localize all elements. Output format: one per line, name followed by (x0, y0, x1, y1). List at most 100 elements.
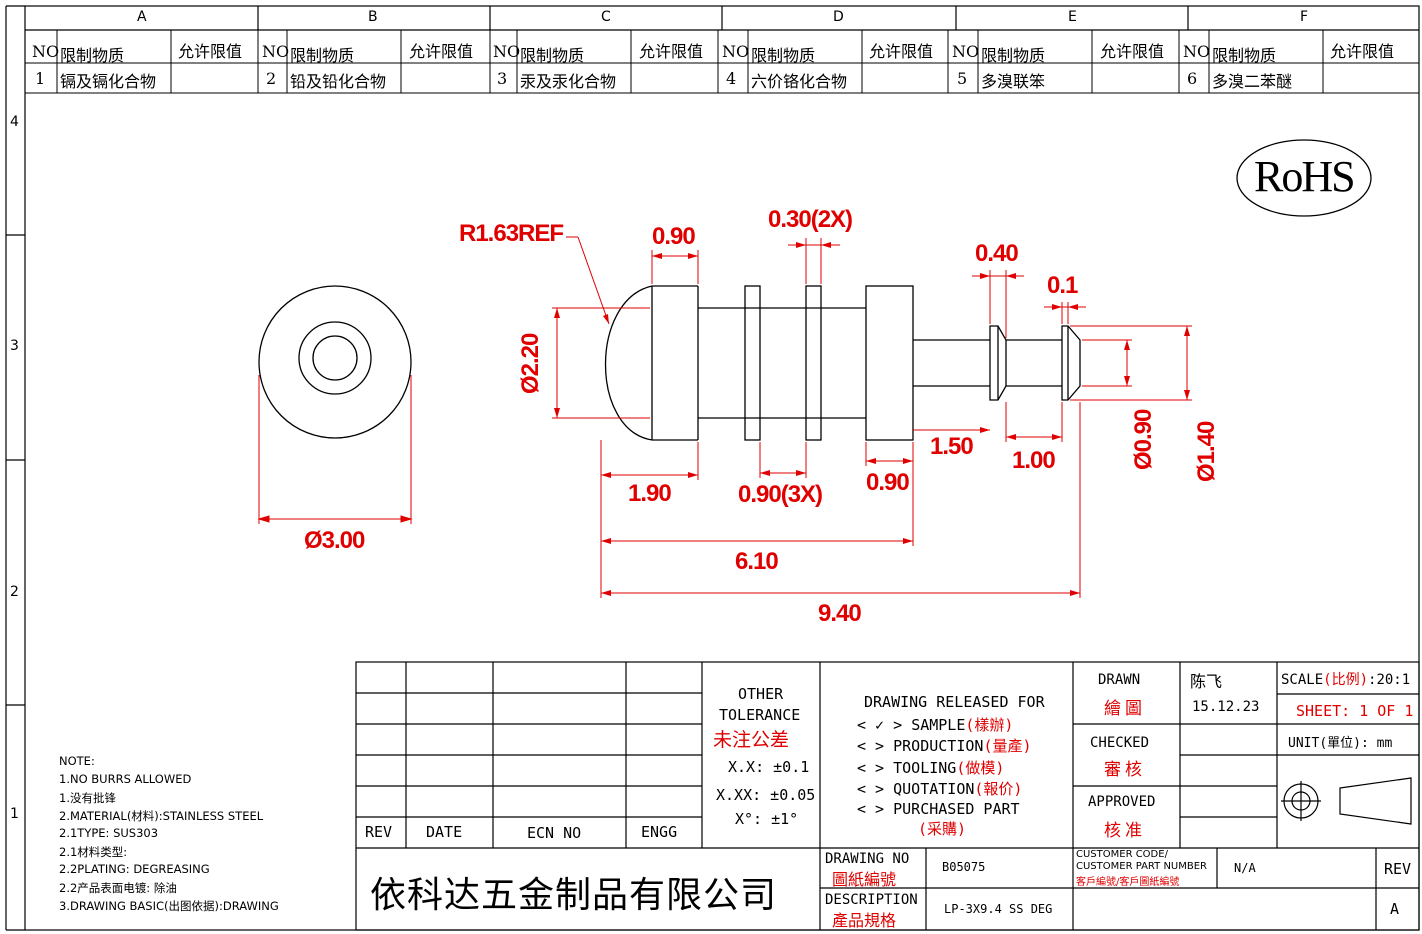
checkbox-checked[interactable]: < ✓ > (857, 716, 903, 734)
projection-symbol (1281, 777, 1412, 825)
header-substance: 限制物质 (981, 46, 1046, 65)
header-no: NO (952, 42, 980, 61)
restricted-table-grid (25, 30, 1419, 94)
drawing-no-label-cn: 圖紙編號 (832, 870, 897, 889)
dim-tip-diameter: Ø0.90 (1130, 409, 1157, 470)
zone-row-4: 4 (10, 114, 19, 130)
end-view (258, 285, 412, 439)
drawn-label: DRAWN (1098, 672, 1141, 688)
rev-value: A (1390, 900, 1400, 918)
unit-value: : mm (1360, 736, 1393, 751)
dim-tip-length: 1.00 (1012, 447, 1056, 474)
tolerance-other: OTHER (738, 685, 784, 703)
dim-tip-max-diameter: Ø1.40 (1193, 421, 1220, 482)
header-no: NO (32, 42, 60, 61)
item-substance: 汞及汞化合物 (520, 72, 617, 91)
scale-label-cn: (比例) (1323, 672, 1369, 688)
dim-neck-length: 1.50 (930, 433, 974, 460)
tolerance-xx: X.X: ±0.1 (728, 758, 810, 776)
checkbox[interactable]: < > (857, 800, 885, 818)
rev-label: REV (1384, 860, 1412, 878)
item-no: 6 (1187, 69, 1198, 88)
zone-col-e: E (1068, 9, 1077, 25)
description-label-cn: 產品規格 (832, 911, 897, 930)
checkbox[interactable]: < > (857, 759, 885, 777)
item-no: 5 (957, 69, 968, 88)
approved-label-cn: 核准 (1104, 821, 1146, 841)
drawn-by: 陈飞 (1190, 672, 1223, 691)
header-limit: 允许限值 (1100, 42, 1165, 61)
header-limit: 允许限值 (409, 42, 474, 61)
end-view-dims (257, 375, 413, 524)
note-line: 3.DRAWING BASIC(出图依据):DRAWING (59, 899, 279, 913)
item-no: 3 (497, 69, 508, 88)
header-limit: 允许限值 (1330, 42, 1395, 61)
engg-header: ENGG (641, 823, 678, 841)
tolerance-title: TOLERANCE (719, 706, 801, 724)
scale-field: SCALE(比例):20:1 (1281, 669, 1410, 689)
item-substance: 多溴联笨 (981, 72, 1046, 91)
dim-body-length: 1.90 (628, 480, 672, 507)
zone-col-c: C (601, 9, 611, 25)
zone-col-b: B (368, 9, 378, 25)
approved-label: APPROVED (1088, 794, 1156, 810)
release-option-quotation: < > QUOTATION(報价) (857, 778, 1022, 799)
ecn-header: ECN NO (527, 824, 582, 842)
dim-length-6: 6.10 (735, 548, 779, 575)
option-label: SAMPLE (911, 716, 966, 734)
unit-label-cn: (單位) (1319, 736, 1361, 751)
checkbox[interactable]: < > (857, 780, 885, 798)
dim-head-diameter: Ø2.20 (517, 333, 544, 394)
option-cn: (量產) (983, 737, 1032, 755)
zone-row-2: 2 (10, 584, 19, 600)
header-no: NO (493, 42, 521, 61)
note-line: 2.2PLATING: DEGREASING (59, 862, 210, 876)
drawn-date: 15.12.23 (1192, 699, 1260, 715)
title-block-grid (355, 661, 1420, 931)
release-option-purchased: < > PURCHASED PART (857, 800, 1020, 818)
header-no: NO (722, 42, 750, 61)
zone-col-d: D (833, 9, 844, 25)
tolerance-xxx: X.XX: ±0.05 (716, 786, 816, 804)
drawing-no-label: DRAWING NO (825, 851, 910, 867)
checkbox[interactable]: < > (857, 737, 885, 755)
item-no: 1 (35, 69, 46, 88)
description-label: DESCRIPTION (825, 892, 918, 908)
option-label: TOOLING (893, 759, 957, 777)
option-cn: (樣辦) (965, 716, 1014, 734)
rohs-ellipse (1236, 139, 1372, 217)
dim-pitch: 0.90(3X) (738, 481, 823, 508)
dim-shoulder-length: 0.90 (866, 469, 910, 496)
dim-groove-width: 0.40 (975, 240, 1019, 267)
option-label: QUOTATION (893, 780, 975, 798)
tolerance-angle: X°: ±1° (735, 810, 799, 828)
dim-r-ref: R1.63REF (459, 220, 564, 247)
unit-field: UNIT(單位): mm (1288, 732, 1392, 751)
customer-part-label: CUSTOMER PART NUMBER (1076, 861, 1207, 872)
description-value: LP-3X9.4 SS DEG (944, 902, 1053, 916)
customer-code-label-cn: 客戶編號/客戶圖紙編號 (1076, 877, 1180, 888)
sheet-number: SHEET: 1 OF 1 (1296, 702, 1414, 720)
rohs-mark: RoHS (1254, 152, 1356, 201)
drawn-label-cn: 繪圖 (1104, 699, 1146, 719)
release-option-production: < > PRODUCTION(量產) (857, 735, 1032, 756)
release-option-tooling: < > TOOLING(做模) (857, 757, 1004, 778)
zone-row-3: 3 (10, 338, 19, 354)
header-limit: 允许限值 (869, 42, 934, 61)
item-substance: 镉及镉化合物 (60, 72, 157, 91)
option-cn: (采購) (918, 820, 967, 838)
side-view-dims (552, 236, 1192, 598)
item-substance: 六价铬化合物 (751, 72, 848, 91)
dim-head-length: 0.90 (652, 223, 696, 250)
header-substance: 限制物质 (1212, 46, 1277, 65)
zone-col-a: A (137, 9, 147, 25)
note-line: 1.NO BURRS ALLOWED (59, 772, 192, 786)
release-title: DRAWING RELEASED FOR (864, 693, 1045, 711)
header-limit: 允许限值 (178, 42, 243, 61)
checked-label-cn: 審核 (1104, 760, 1146, 780)
note-line: 2.2产品表面电镀: 除油 (59, 881, 177, 895)
date-header: DATE (426, 823, 463, 841)
item-no: 4 (726, 69, 737, 88)
option-cn: (做模) (956, 759, 1005, 777)
